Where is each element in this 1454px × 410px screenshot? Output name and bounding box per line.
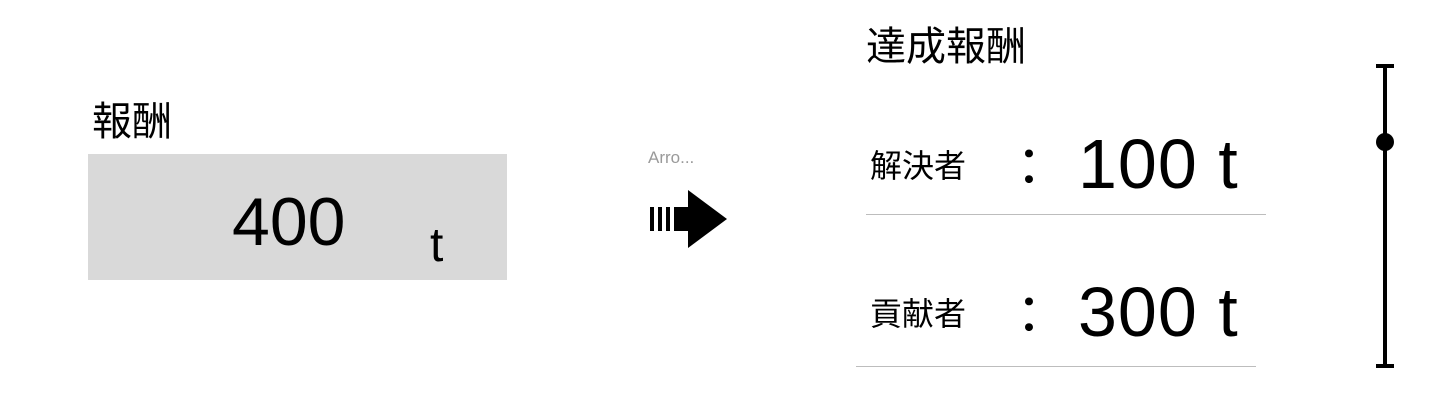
reward-label: 報酬 — [92, 99, 172, 145]
divider — [856, 366, 1256, 367]
achieved-reward-title: 達成報酬 — [866, 24, 1026, 70]
slider-track — [1383, 64, 1387, 368]
solver-label: 解決者 — [870, 147, 967, 185]
arrow-caption: Arro... — [648, 148, 695, 167]
slider-handle[interactable] — [1376, 133, 1394, 151]
divider — [866, 214, 1266, 215]
vertical-slider[interactable] — [1370, 64, 1400, 368]
contributor-colon: ： — [1016, 285, 1069, 343]
contributor-value: 300 t — [1078, 273, 1239, 351]
solver-value: 100 t — [1078, 125, 1239, 203]
slider-bottom-cap — [1376, 364, 1394, 368]
reward-unit: t — [430, 219, 444, 272]
contributor-label: 貢献者 — [870, 295, 967, 333]
reward-value: 400 — [232, 184, 346, 260]
reward-value-box[interactable] — [88, 154, 507, 280]
arrow-right-icon — [650, 190, 727, 248]
solver-colon: ： — [1016, 137, 1069, 195]
